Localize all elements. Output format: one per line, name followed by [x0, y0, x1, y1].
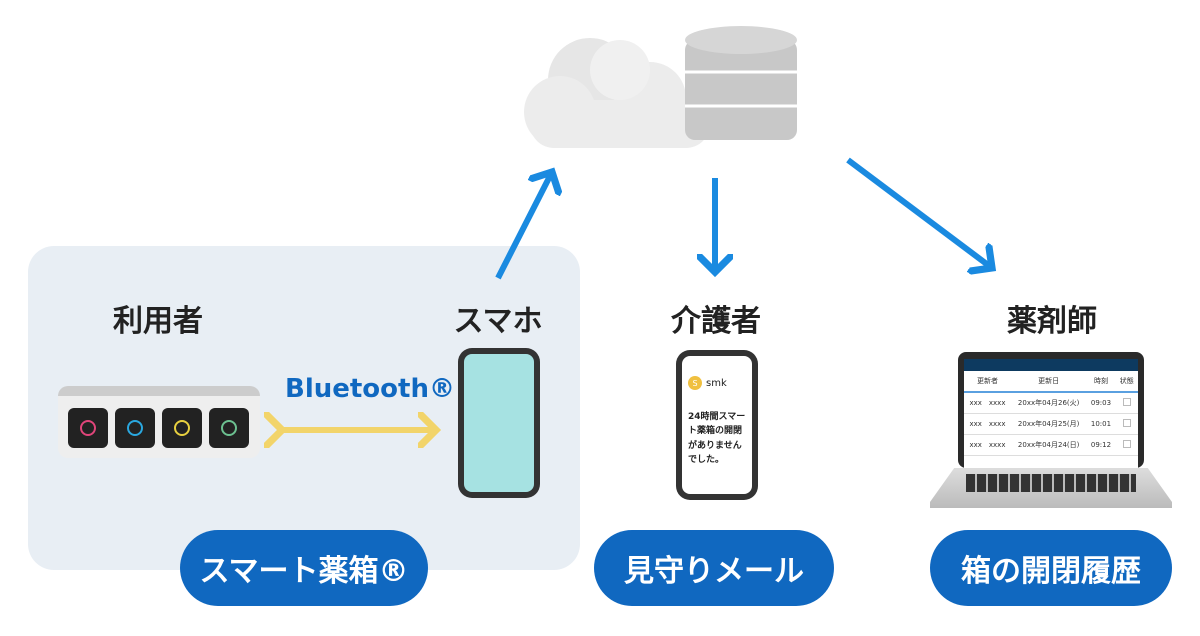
label-pharmacist: 薬剤師	[1007, 304, 1097, 339]
label-caregiver: 介護者	[671, 304, 761, 339]
mail-message: 24時間スマート薬箱の開閉がありませんでした。	[688, 412, 746, 466]
label-smartphone: スマホ	[453, 304, 543, 339]
status-checkbox	[1122, 419, 1131, 427]
app-icon: S	[688, 376, 702, 390]
col-header: 更新者	[964, 371, 1011, 393]
watch-mail-pill: 見守りメール	[594, 530, 834, 606]
cloud-icon	[524, 38, 710, 148]
smart-box-pill: スマート薬箱®	[180, 530, 428, 606]
history-pill: 箱の開閉履歴	[930, 530, 1172, 606]
box-button-2	[115, 408, 155, 448]
col-header: 時刻	[1086, 371, 1116, 393]
caregiver-phone: S smk 24時間スマート薬箱の開閉がありませんでした。	[676, 350, 758, 500]
smart-pill-box	[58, 386, 260, 458]
bluetooth-label: Bluetooth®	[285, 374, 455, 404]
status-checkbox	[1122, 440, 1131, 448]
box-button-4	[209, 408, 249, 448]
box-button-3	[162, 408, 202, 448]
box-button-1	[68, 408, 108, 448]
cloud-to-pharmacist-arrow	[846, 157, 992, 268]
col-header: 更新日	[1010, 371, 1087, 393]
database-icon	[685, 26, 797, 140]
laptop-keyboard	[930, 468, 1172, 508]
label-user: 利用者	[113, 304, 203, 339]
col-header: 状態	[1115, 371, 1138, 393]
smartphone-device	[458, 348, 540, 498]
phone-to-cloud-arrow	[495, 172, 552, 280]
app-name: smk	[706, 377, 727, 389]
status-checkbox	[1122, 398, 1131, 406]
